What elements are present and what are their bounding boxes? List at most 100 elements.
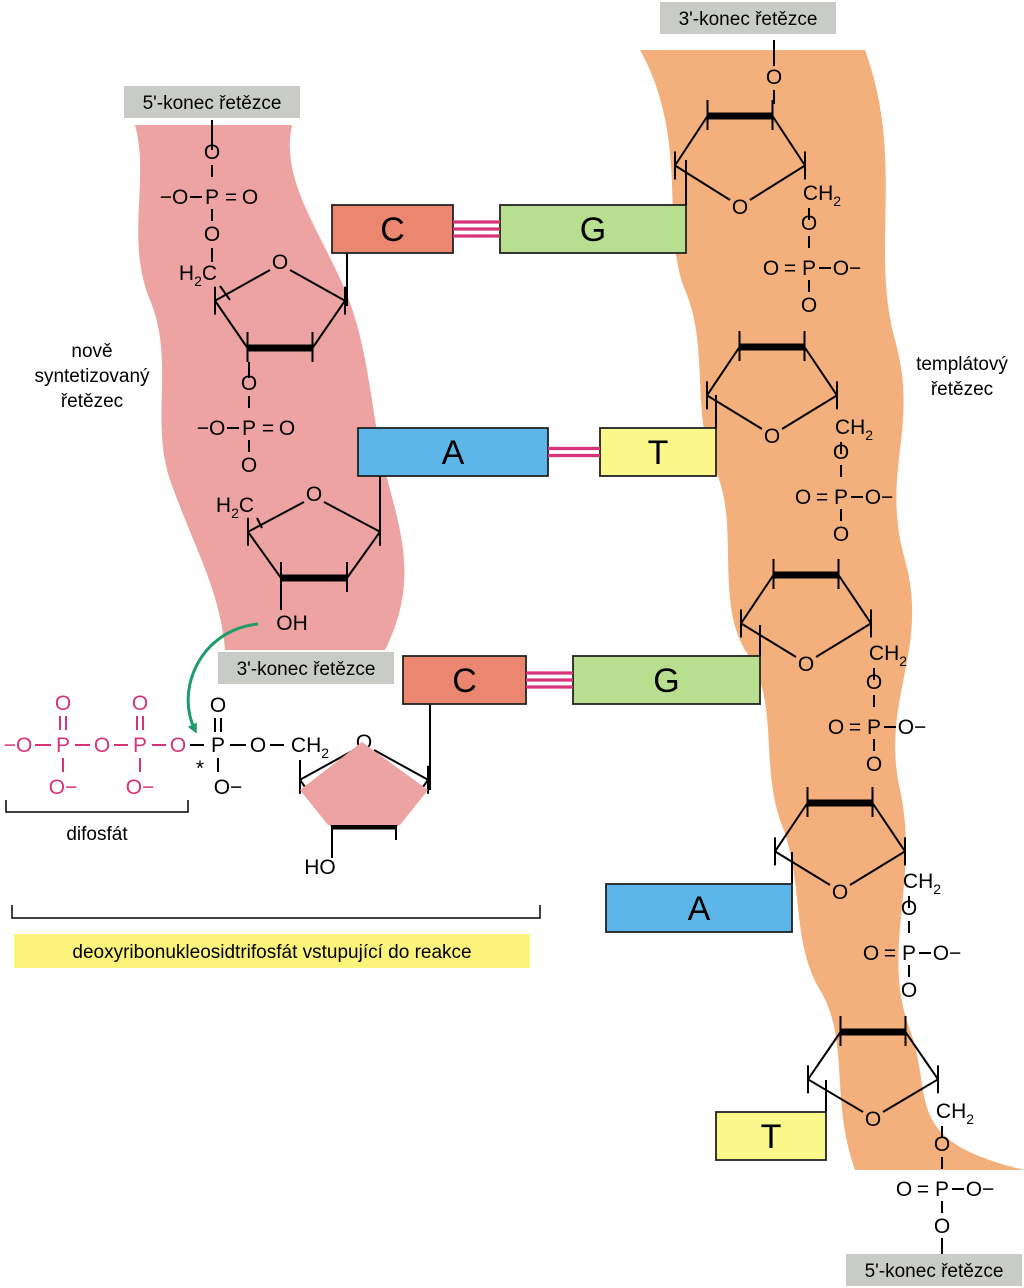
ring-bond bbox=[289, 269, 346, 302]
template-base-G: G bbox=[499, 204, 687, 254]
ring-bond bbox=[214, 300, 249, 349]
phosphate-oxygen-anion: O− bbox=[865, 486, 894, 509]
ring-bond bbox=[247, 531, 282, 579]
pyro-oxygen-anion: −O bbox=[4, 734, 33, 757]
base-box bbox=[357, 427, 549, 477]
hydrogen-bonds bbox=[453, 220, 500, 238]
ester-oxygen: O bbox=[250, 734, 266, 757]
template-3-end-label: 3'-konec řetězce bbox=[660, 2, 836, 34]
svg-text:řetězec: řetězec bbox=[931, 379, 993, 400]
template-base-T: T bbox=[599, 427, 717, 477]
phosphorus: P bbox=[834, 486, 848, 509]
phosphate-oxygen: O bbox=[241, 454, 257, 477]
pyro-phosphorus: P bbox=[56, 734, 70, 757]
subscript: 2 bbox=[899, 653, 907, 669]
base-letter: A bbox=[442, 434, 465, 472]
ring-oxygen: O bbox=[272, 251, 288, 274]
pyro-oxygen: O bbox=[55, 692, 71, 715]
ring-bond bbox=[674, 164, 731, 201]
atom-ch: CH bbox=[835, 416, 865, 439]
ring-oxygen: O bbox=[798, 653, 814, 676]
ring-bond bbox=[323, 501, 381, 533]
phosphate-oxygen: O bbox=[763, 257, 779, 280]
alpha-oxygen: O bbox=[210, 694, 226, 717]
ring-bond bbox=[803, 346, 838, 396]
phosphate-oxygen: O bbox=[901, 979, 917, 1002]
ring-bond bbox=[373, 749, 429, 781]
ring-oxygen: O bbox=[865, 1108, 881, 1131]
base-letter: C bbox=[452, 662, 477, 700]
new-strand-name: nově syntetizovaný řetězec bbox=[34, 341, 150, 412]
svg-text:řetězec: řetězec bbox=[61, 391, 123, 412]
svg-text:syntetizovaný: syntetizovaný bbox=[34, 366, 150, 387]
new-strand-3-end-label: 3'-konec řetězce bbox=[218, 652, 394, 684]
h2c-group: H2C bbox=[179, 262, 217, 289]
double-bond: = bbox=[816, 486, 828, 509]
base-letter: T bbox=[761, 1118, 782, 1156]
phosphate-oxygen: O bbox=[863, 942, 879, 965]
atom-ch: CH bbox=[903, 870, 933, 893]
svg-text:5'-konec řetězce: 5'-konec řetězce bbox=[143, 93, 282, 114]
h2c-group: H2C bbox=[216, 494, 254, 521]
phosphate-oxygen: O bbox=[801, 294, 817, 317]
subscript: 2 bbox=[321, 745, 329, 761]
phosphorus: P bbox=[902, 942, 916, 965]
subscript: 2 bbox=[194, 273, 202, 289]
base-letter: G bbox=[653, 662, 679, 700]
ring-oxygen: O bbox=[732, 196, 748, 219]
diphosphate-bracket bbox=[5, 800, 189, 813]
ring-bond bbox=[346, 531, 381, 579]
ring-bond bbox=[871, 802, 906, 852]
alpha-bridge-oxygen: O bbox=[170, 734, 186, 757]
incoming-nucleotide bbox=[300, 742, 428, 825]
incoming-bracket bbox=[11, 905, 541, 919]
phosphate-oxygen: O bbox=[833, 523, 849, 546]
bond bbox=[256, 517, 263, 529]
template-strand-background bbox=[640, 50, 1024, 1170]
pyro-oxygen-anion: O− bbox=[49, 776, 78, 799]
subscript: 2 bbox=[865, 427, 873, 443]
new-strand-base-A: A bbox=[357, 427, 549, 477]
subscript: 2 bbox=[231, 505, 239, 521]
ring-bond bbox=[749, 164, 806, 201]
ring-bond bbox=[247, 501, 305, 533]
phosphate-oxygen: O bbox=[828, 716, 844, 739]
ring-bond bbox=[781, 394, 838, 430]
base-box bbox=[402, 655, 527, 705]
svg-text:nově: nově bbox=[71, 341, 112, 362]
ring-bond bbox=[904, 1031, 939, 1080]
deoxyribose-ring bbox=[774, 787, 906, 886]
phosphate-oxygen: O bbox=[934, 1133, 950, 1156]
subscript: 2 bbox=[966, 1111, 974, 1127]
atom-c: C bbox=[239, 494, 254, 517]
pyro-oxygen-anion: O− bbox=[126, 776, 155, 799]
ring-oxygen: O bbox=[832, 881, 848, 904]
phosphate-oxygen: O bbox=[795, 486, 811, 509]
new-strand-base-C: C bbox=[402, 655, 527, 705]
phosphorus: P bbox=[867, 716, 881, 739]
atom-ch: CH bbox=[869, 642, 899, 665]
incoming-label: deoxyribonukleosidtrifosfát vstupující d… bbox=[14, 934, 530, 968]
ring-bond bbox=[674, 115, 709, 167]
base-box bbox=[499, 204, 687, 254]
incoming-sugar bbox=[300, 742, 428, 825]
ring-bond bbox=[807, 1031, 842, 1080]
pyro-oxygen: O bbox=[132, 692, 148, 715]
ch2-group: CH2 bbox=[291, 734, 329, 761]
ring-bond bbox=[214, 269, 271, 302]
phosphate-oxygen-anion: O− bbox=[966, 1178, 995, 1201]
atom-c: C bbox=[202, 262, 217, 285]
ring-bond bbox=[774, 802, 809, 852]
double-bond: = bbox=[262, 417, 274, 440]
phosphorus: P bbox=[242, 417, 256, 440]
svg-text:3'-konec řetězce: 3'-konec řetězce bbox=[237, 659, 376, 680]
template-base-unpaired-T: T bbox=[715, 1111, 827, 1161]
phosphate-oxygen: O bbox=[279, 417, 295, 440]
base-box bbox=[331, 204, 454, 254]
atom-ch: CH bbox=[291, 734, 321, 757]
double-bond: = bbox=[225, 186, 237, 209]
double-bond: = bbox=[849, 716, 861, 739]
